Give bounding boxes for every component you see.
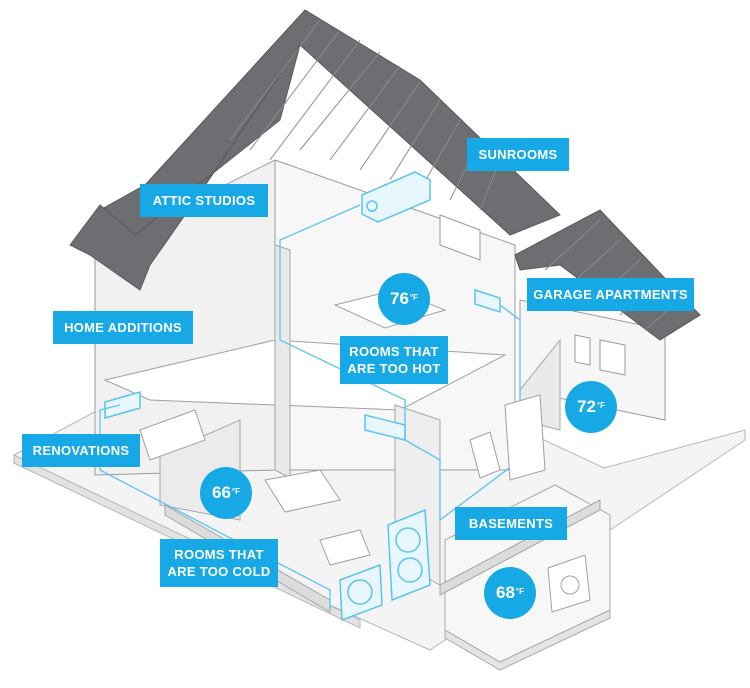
- temp-72-value: 72: [576, 397, 596, 416]
- label-sunrooms: SUNROOMS: [467, 138, 569, 171]
- temp-76-unit: °F: [409, 292, 418, 302]
- label-sunrooms-text: SUNROOMS: [478, 147, 558, 162]
- label-attic-studios: ATTIC STUDIOS: [140, 184, 268, 217]
- label-garage-apartments-text: GARAGE APARTMENTS: [533, 287, 688, 302]
- outdoor-condenser-large: [387, 508, 431, 602]
- label-rooms-too-hot-line1: ROOMS THAT: [349, 344, 439, 359]
- wall-ac-unit-left: [104, 391, 141, 419]
- label-rooms-too-hot-line2: ARE TOO HOT: [347, 361, 441, 376]
- temp-badge-72: 72°F: [565, 381, 617, 433]
- label-attic-studios-text: ATTIC STUDIOS: [152, 193, 256, 208]
- label-renovations-text: RENOVATIONS: [32, 443, 130, 458]
- label-rooms-too-cold: ROOMS THAT ARE TOO COLD: [160, 539, 278, 587]
- temp-badge-66: 66°F: [200, 467, 252, 519]
- basement-floor: [444, 609, 611, 671]
- label-renovations: RENOVATIONS: [22, 434, 140, 467]
- windows: [439, 214, 626, 376]
- label-rooms-too-cold-line1: ROOMS THAT: [174, 547, 264, 562]
- temp-72-unit: °F: [596, 400, 605, 410]
- temp-68-value: 68: [495, 583, 515, 602]
- wall-ac-unit-right: [474, 288, 501, 314]
- room-partition-1: [274, 244, 291, 479]
- label-basements: BASEMENTS: [455, 507, 567, 540]
- label-home-additions: HOME ADDITIONS: [53, 311, 193, 344]
- temp-66-value: 66: [211, 483, 231, 502]
- temp-badge-76: 76°F: [378, 273, 430, 325]
- outdoor-condenser-small: [339, 563, 383, 622]
- label-rooms-too-hot: ROOMS THAT ARE TOO HOT: [340, 336, 448, 384]
- temp-68-unit: °F: [515, 586, 524, 596]
- refrigerant-lines: [99, 204, 521, 610]
- label-rooms-too-cold-line2: ARE TOO COLD: [167, 564, 271, 579]
- label-basements-text: BASEMENTS: [468, 516, 554, 531]
- temp-76-value: 76: [389, 289, 409, 308]
- temp-66-unit: °F: [231, 486, 240, 496]
- attic-ac-fan-icon: [366, 200, 378, 212]
- label-home-additions-text: HOME ADDITIONS: [64, 320, 182, 335]
- main-roof-front: [69, 44, 301, 291]
- attic-ac-unit: [361, 171, 431, 223]
- temp-badge-68: 68°F: [484, 567, 536, 619]
- label-garage-apartments: GARAGE APARTMENTS: [527, 278, 694, 311]
